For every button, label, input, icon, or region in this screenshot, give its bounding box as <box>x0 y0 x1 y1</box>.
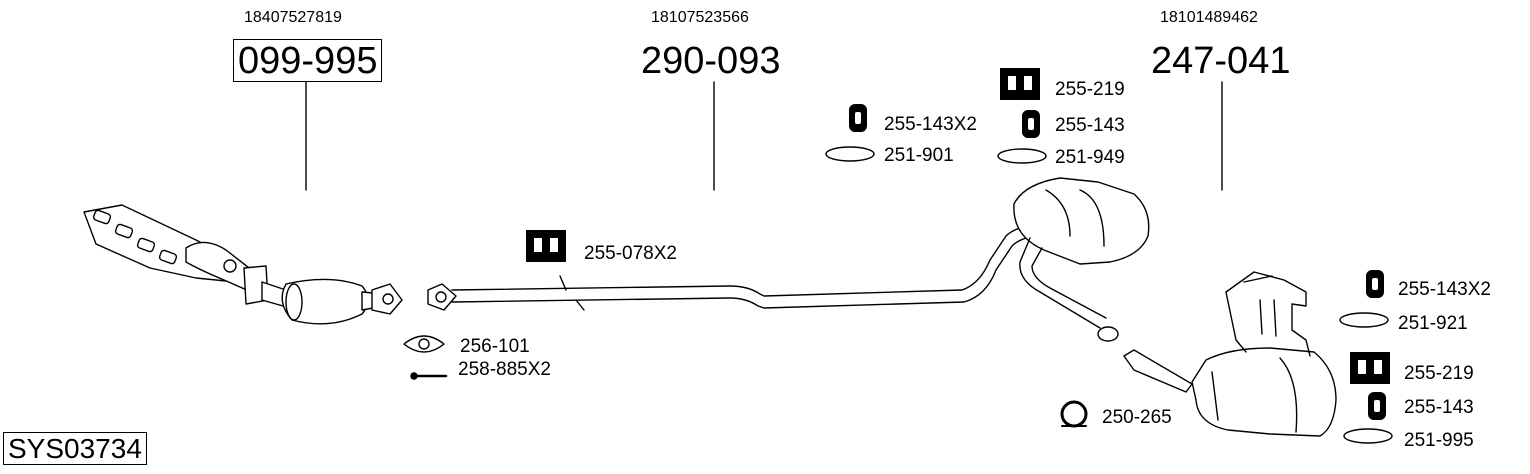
label-ring-mount-rear-b[interactable]: 255-143 <box>1404 397 1474 418</box>
label-clamp-mid-a[interactable]: 251-901 <box>884 145 954 166</box>
label-clamp-rear-b[interactable]: 251-995 <box>1404 430 1474 451</box>
ring-mount-icon-rear-a <box>1366 270 1384 298</box>
label-clamp-mid-b[interactable]: 251-949 <box>1055 147 1125 168</box>
label-mount-mid-b[interactable]: 255-219 <box>1055 79 1125 100</box>
label-clamp-rear-a[interactable]: 251-921 <box>1398 313 1468 334</box>
part-number-3[interactable]: 247-041 <box>1151 40 1291 82</box>
oe-number-3: 18101489462 <box>1160 9 1258 26</box>
label-mount-front-pipe[interactable]: 255-078X2 <box>584 243 677 264</box>
front-pipe-drawing <box>427 225 1037 311</box>
part-number-2[interactable]: 290-093 <box>641 40 781 82</box>
ring-mount-icon-mid-b <box>1022 110 1040 138</box>
label-pipe-clamp[interactable]: 250-265 <box>1102 407 1172 428</box>
clamp-icon-rear-a <box>1339 312 1389 328</box>
rubber-mount-icon-mid-b <box>1000 68 1040 100</box>
pipe-clamp-icon <box>1060 400 1088 428</box>
clamp-icon-mid-b <box>997 148 1047 164</box>
clamp-icon-rear-b <box>1343 428 1393 444</box>
label-mount-rear-b[interactable]: 255-219 <box>1404 363 1474 384</box>
part-number-box-1[interactable]: 099-995 <box>233 39 383 82</box>
rubber-mount-icon-rear-b <box>1350 352 1390 384</box>
label-ring-mount-mid-a[interactable]: 255-143X2 <box>884 114 977 135</box>
label-ring-mount-mid-b[interactable]: 255-143 <box>1055 115 1125 136</box>
ring-mount-icon-rear-b <box>1368 392 1386 420</box>
oe-number-1: 18407527819 <box>244 9 342 26</box>
rear-silencer-drawing <box>1123 271 1337 437</box>
bolt-icon <box>410 372 448 380</box>
manifold-catalyst-drawing <box>83 204 403 325</box>
label-gasket-front[interactable]: 256-101 <box>460 336 530 357</box>
rubber-mount-icon-front <box>526 230 566 262</box>
system-id-box: SYS03734 <box>3 432 147 465</box>
gasket-icon <box>403 335 445 353</box>
mid-silencer-drawing <box>1013 177 1150 342</box>
oe-number-2: 18107523566 <box>651 9 749 26</box>
clamp-icon-mid-a <box>825 146 875 162</box>
ring-mount-icon-mid-a <box>849 104 867 132</box>
label-ring-mount-rear-a[interactable]: 255-143X2 <box>1398 279 1491 300</box>
label-bolt-front[interactable]: 258-885X2 <box>458 359 551 380</box>
